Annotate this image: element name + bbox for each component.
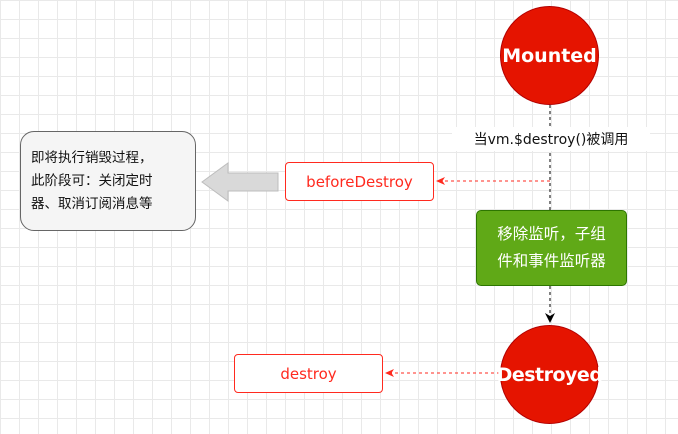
- mounted-label: Mounted: [502, 44, 597, 67]
- before-destroy-hook: beforeDestroy: [285, 162, 434, 201]
- mounted-node: Mounted: [500, 6, 599, 105]
- note-line-1: 即将执行销毁过程，: [31, 149, 153, 166]
- note-line-2: 此阶段可：关闭定时: [31, 172, 153, 189]
- destroy-hook: destroy: [234, 354, 383, 393]
- process-line-1: 移除监听，子组: [497, 225, 606, 243]
- destroy-label: destroy: [280, 364, 337, 383]
- before-destroy-label: beforeDestroy: [306, 172, 413, 191]
- destroyed-label: Destroyed: [496, 363, 603, 386]
- before-destroy-note: 即将执行销毁过程， 此阶段可：关闭定时 器、取消订阅消息等: [20, 131, 196, 231]
- remove-listeners-process: 移除监听，子组 件和事件监听器: [476, 210, 627, 286]
- edge-label-destroy-called: 当vm.$destroy()被调用: [452, 127, 650, 151]
- process-line-2: 件和事件监听器: [497, 252, 606, 270]
- note-line-3: 器、取消订阅消息等: [31, 195, 153, 212]
- destroyed-node: Destroyed: [497, 325, 603, 424]
- big-left-arrow: [201, 162, 279, 202]
